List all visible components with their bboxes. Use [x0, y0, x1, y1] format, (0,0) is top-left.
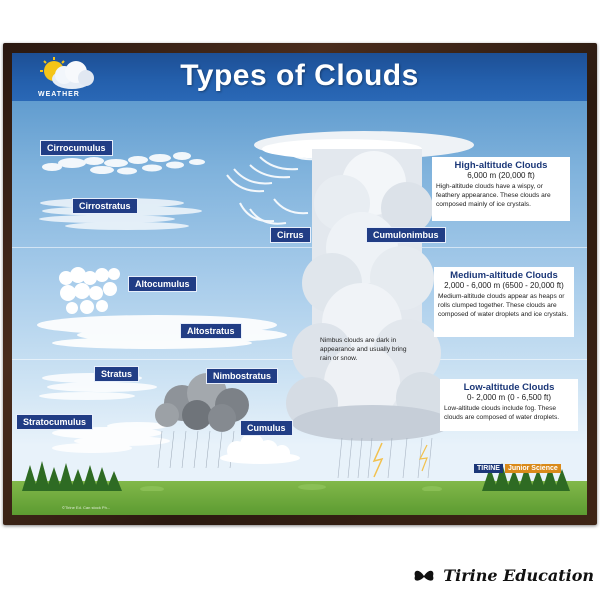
- stratocumulus-cloud: [52, 422, 170, 453]
- poster-header: WEATHER Types of Clouds: [12, 53, 587, 101]
- high-medium-divider: [12, 247, 587, 248]
- info-low-title: Low-altitude Clouds: [463, 382, 555, 393]
- label-nimbostratus: Nimbostratus: [206, 368, 279, 384]
- copyright: ©Tirine Ed. Can stock Ph...: [62, 505, 111, 510]
- altostratus-cloud: [37, 315, 287, 349]
- butterfly-icon: [414, 570, 434, 581]
- label-cumulonimbus: Cumulonimbus: [366, 227, 446, 243]
- nimbus-note: Nimbus clouds are dark in appearance and…: [320, 337, 407, 363]
- info-medium-altitude-range: 2,000 - 6,000 m (6500 - 20,000 ft): [444, 281, 564, 290]
- tree-icon: [22, 461, 570, 491]
- label-cirrocumulus: Cirrocumulus: [40, 140, 113, 156]
- brand-part2: Junior Science: [504, 464, 561, 473]
- poster: WEATHER Types of Clouds: [12, 53, 587, 515]
- label-cirrus: Cirrus: [270, 227, 311, 243]
- label-altostratus: Altostratus: [180, 323, 242, 339]
- footer-brand: Tirine Education: [413, 566, 594, 585]
- info-high-title: High-altitude Clouds: [454, 160, 548, 171]
- info-high-text: High-altitude clouds have a wispy, or fe…: [436, 183, 551, 208]
- info-high-altitude: High-altitude Clouds 6,000 m (20,000 ft)…: [432, 157, 570, 221]
- weather-label: WEATHER: [38, 91, 80, 98]
- brand-badge: TIRINE Junior Science: [474, 464, 561, 473]
- page-title: Types of Clouds: [180, 59, 419, 92]
- cumulus-cloud: [220, 433, 300, 464]
- label-stratus: Stratus: [94, 366, 140, 382]
- info-high-altitude-range: 6,000 m (20,000 ft): [467, 171, 535, 180]
- label-altocumulus: Altocumulus: [128, 276, 197, 292]
- sun-cloud-icon: [40, 57, 94, 89]
- brand-part1: TIRINE: [474, 464, 503, 473]
- label-cumulus: Cumulus: [240, 420, 293, 436]
- info-medium-title: Medium-altitude Clouds: [450, 270, 558, 281]
- info-low-altitude-range: 0- 2,000 m (0 - 6,500 ft): [466, 393, 552, 402]
- info-medium-altitude: Medium-altitude Clouds 2,000 - 6,000 m (…: [434, 267, 574, 337]
- cloud-illustrations: [37, 131, 474, 479]
- cumulonimbus-cloud: [254, 131, 474, 479]
- altocumulus-cloud: [59, 267, 120, 314]
- label-cirrostratus: Cirrostratus: [72, 198, 138, 214]
- cirrocumulus-cloud: [42, 152, 205, 175]
- footer-text: Tirine Education: [443, 566, 594, 585]
- info-medium-text: Medium-altitude clouds appear as heaps o…: [438, 293, 569, 318]
- info-low-text: Low-altitude clouds include fog. These c…: [444, 405, 560, 421]
- info-low-altitude: Low-altitude Clouds 0- 2,000 m (0 - 6,50…: [440, 379, 578, 431]
- label-stratocumulus: Stratocumulus: [16, 414, 94, 430]
